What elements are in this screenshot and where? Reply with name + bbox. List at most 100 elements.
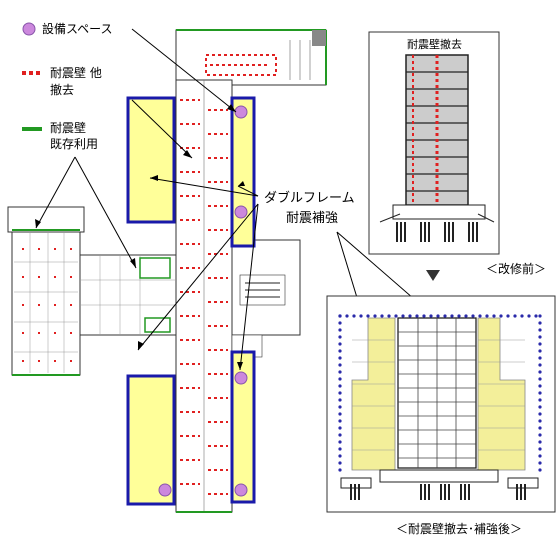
seismic-reinforcement-label: 耐震補強 [286, 211, 339, 226]
reinforce-dot [394, 314, 398, 318]
column-mark [70, 276, 72, 278]
reinforce-dot [338, 384, 342, 388]
reinforce-dot [408, 314, 412, 318]
reinforce-dot [538, 419, 542, 423]
reinforce-dot [527, 314, 531, 318]
reinforce-dot [464, 314, 468, 318]
column-mark [22, 276, 24, 278]
legend-removed-wall-label-1: 耐震壁 他 [50, 66, 102, 80]
column-mark [38, 332, 40, 334]
main-wing [175, 79, 233, 513]
pile [472, 222, 474, 242]
reinforce-dot [338, 363, 342, 367]
reinforce-dot [492, 314, 496, 318]
down-arrow-icon [426, 270, 440, 281]
reinforce-dot [538, 398, 542, 402]
pile [476, 222, 478, 242]
pile [468, 222, 470, 242]
reinforce-dot [366, 314, 370, 318]
column-mark [54, 304, 56, 306]
reinforce-dot [538, 328, 542, 332]
reinforce-dot [436, 314, 440, 318]
reinforce-dot [415, 314, 419, 318]
reinforce-dot [380, 314, 384, 318]
reinforce-dot [538, 433, 542, 437]
reinforce-dot [443, 314, 447, 318]
reinforce-dot [359, 314, 363, 318]
pile [452, 222, 454, 242]
west-block [7, 206, 177, 376]
reinforce-dot [538, 447, 542, 451]
before-caption: ＜改修前＞ [486, 262, 547, 276]
double-frame-box [230, 350, 256, 504]
reinforce-dot [338, 412, 342, 416]
reinforce-dot [338, 447, 342, 451]
reinforce-dot [538, 412, 542, 416]
reinforce-dot [338, 398, 342, 402]
reinforce-dot [538, 314, 542, 318]
column-mark [54, 360, 56, 362]
column-mark [38, 304, 40, 306]
column-mark [70, 304, 72, 306]
pile [516, 484, 518, 500]
section-before [368, 31, 500, 255]
after-caption: ＜耐震壁撤去･補強後＞ [396, 522, 523, 536]
pile [520, 484, 522, 500]
reinforce-dot [538, 384, 542, 388]
reinforce-dot [538, 363, 542, 367]
equipment-space-circle [158, 483, 172, 497]
column-mark [38, 276, 40, 278]
reinforce-dot [538, 391, 542, 395]
pile [358, 484, 360, 500]
section-after [326, 295, 556, 513]
reinforce-dot [538, 454, 542, 458]
reinforce-dot [538, 468, 542, 472]
reinforce-dot [387, 314, 391, 318]
pile [354, 484, 356, 500]
reinforce-dot [506, 314, 510, 318]
reinforce-dot [485, 314, 489, 318]
pile [524, 484, 526, 500]
legend-existing-wall-label-2: 既存利用 [50, 137, 99, 151]
pile [404, 222, 406, 242]
column-mark [38, 248, 40, 250]
pile [448, 222, 450, 242]
double-frame-box [126, 374, 176, 506]
reinforce-dot [520, 314, 524, 318]
reinforce-dot [338, 335, 342, 339]
reinforce-dot [538, 377, 542, 381]
reinforce-dot [538, 342, 542, 346]
equipment-space-circle [234, 483, 248, 497]
reinforce-dot [338, 377, 342, 381]
reinforce-dot [538, 426, 542, 430]
pile [424, 222, 426, 242]
reinforce-dot [471, 314, 475, 318]
column-mark [54, 248, 56, 250]
reinforce-dot [429, 314, 433, 318]
legend-existing-wall-label-1: 耐震壁 [50, 121, 87, 135]
legend-symbols [22, 22, 42, 131]
reinforce-dot [338, 426, 342, 430]
reinforce-dot [513, 314, 517, 318]
reinforce-dot [352, 314, 356, 318]
reinforce-dot [534, 314, 538, 318]
double-frame-label: ダブルフレーム [264, 191, 355, 206]
pile [400, 222, 402, 242]
upper-annex [175, 29, 327, 86]
reinforce-dot [338, 349, 342, 353]
reinforce-dot [338, 440, 342, 444]
reinforce-dot [538, 356, 542, 360]
reinforce-dot [373, 314, 377, 318]
pile [424, 484, 426, 500]
pile [444, 222, 446, 242]
column-mark [70, 360, 72, 362]
reinforce-dot [457, 314, 461, 318]
reinforce-dot [338, 314, 342, 318]
equipment-space-circle [234, 205, 248, 219]
reinforce-dot [338, 419, 342, 423]
reinforce-dot [538, 349, 542, 353]
reinforce-dot [338, 468, 342, 472]
equipment-space-circle [234, 371, 248, 385]
